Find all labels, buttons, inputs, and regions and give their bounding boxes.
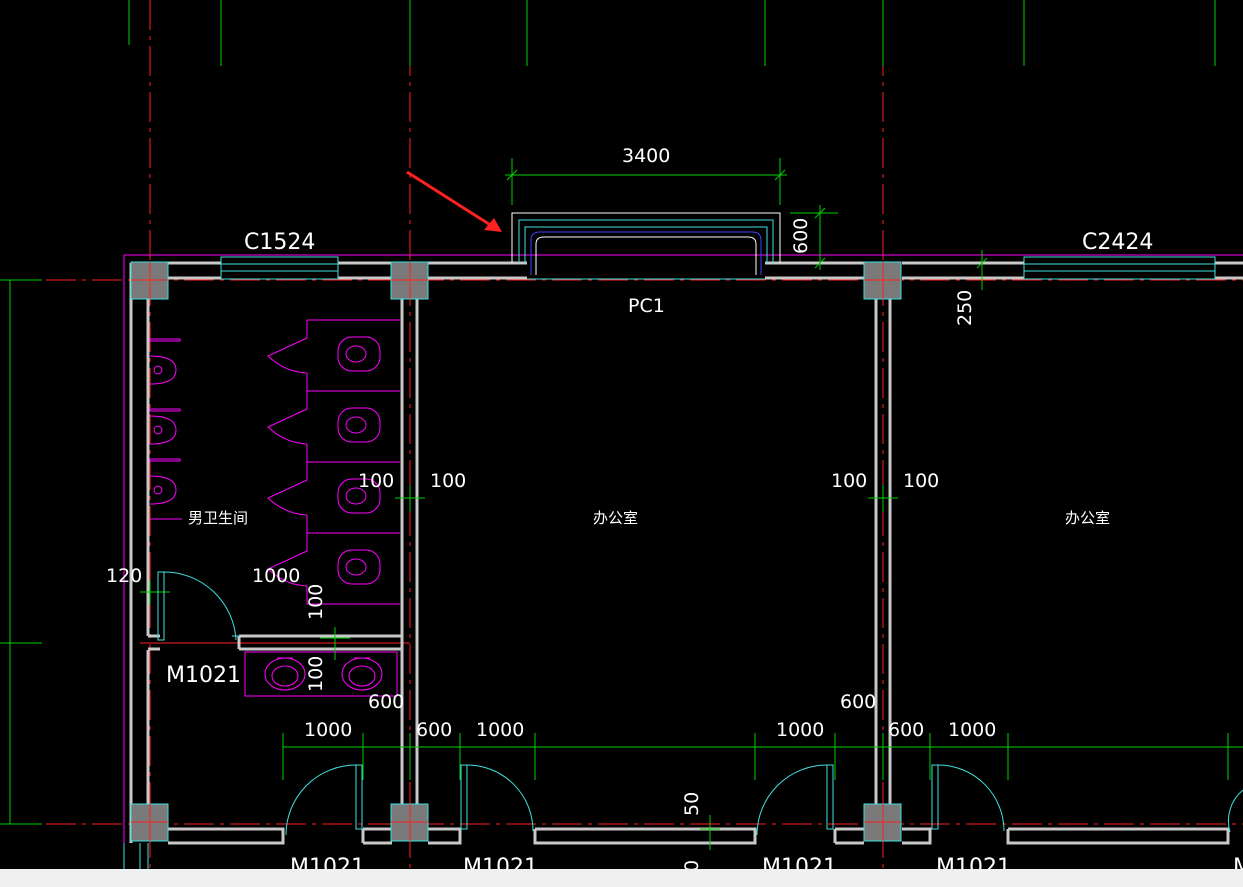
dim-600-a: 600 <box>368 691 404 713</box>
door-bottom-1 <box>285 764 363 836</box>
toilet-3 <box>337 478 381 514</box>
left-dimension-line <box>0 279 42 825</box>
dim-100-c: 100 <box>831 470 867 492</box>
urinal-3 <box>149 458 181 505</box>
door-bottom-5 <box>1227 789 1243 833</box>
window-label-pc1: PC1 <box>628 295 665 317</box>
door-bottom-3 <box>756 764 834 836</box>
window-label-c2424: C2424 <box>1082 230 1153 255</box>
dim-100-sink: 100 <box>305 656 327 692</box>
annotation-arrow <box>406 170 502 232</box>
dimension-lines <box>140 158 1243 850</box>
dim-0-cut: 0 <box>681 860 703 872</box>
room-label-mens-restroom: 男卫生间 <box>188 509 248 527</box>
sink-1 <box>264 657 306 691</box>
labels: C1524 C2424 PC1 3400 600 250 100 100 100… <box>106 145 1243 880</box>
dim-1000-c: 1000 <box>776 719 824 741</box>
dim-100-d: 100 <box>903 470 939 492</box>
door-bottom-2 <box>460 764 534 832</box>
dim-600-c: 600 <box>416 719 452 741</box>
toilet-2 <box>337 407 381 443</box>
urinal-2 <box>149 408 181 445</box>
dim-1000-b: 1000 <box>476 719 524 741</box>
dim-1000-d: 1000 <box>948 719 996 741</box>
room-label-office-2: 办公室 <box>1065 509 1110 527</box>
door-bottom-4 <box>931 764 1005 832</box>
bay-window-pc1[interactable] <box>511 212 781 280</box>
structural-columns <box>130 261 902 842</box>
dim-1000-stall: 1000 <box>252 565 300 587</box>
column-axis-marks <box>131 262 901 841</box>
dim-100-b: 100 <box>430 470 466 492</box>
toilet-4 <box>337 549 381 585</box>
outer-outline <box>123 254 1243 869</box>
dim-250: 250 <box>954 290 976 326</box>
door-restroom <box>157 571 240 641</box>
urinal-1 <box>149 338 181 385</box>
dim-100-stall: 100 <box>305 584 327 620</box>
room-label-office-1: 办公室 <box>593 509 638 527</box>
dim-50: 50 <box>681 792 703 816</box>
window-label-c1524: C1524 <box>244 230 315 255</box>
walls <box>129 261 1243 845</box>
top-extension-lines <box>128 0 1216 66</box>
status-strip <box>0 869 1243 887</box>
sink-2 <box>341 657 383 691</box>
door-label-bottom-5: M <box>1233 855 1243 880</box>
dim-100-a: 100 <box>358 470 394 492</box>
restroom-fixtures <box>149 319 400 697</box>
doors <box>157 571 1243 836</box>
toilet-1 <box>337 336 381 372</box>
door-label-restroom: M1021 <box>166 663 241 688</box>
window-c2424[interactable] <box>1023 256 1216 280</box>
window-c1524[interactable] <box>220 256 339 280</box>
lower-wall-stubs <box>123 843 149 869</box>
dim-600-b: 600 <box>840 691 876 713</box>
dim-600-bay: 600 <box>790 218 812 254</box>
dim-3400: 3400 <box>622 145 670 167</box>
axis-grid <box>0 0 1243 869</box>
dim-120: 120 <box>106 565 142 587</box>
dim-600-d: 600 <box>888 719 924 741</box>
dim-1000-a: 1000 <box>304 719 352 741</box>
